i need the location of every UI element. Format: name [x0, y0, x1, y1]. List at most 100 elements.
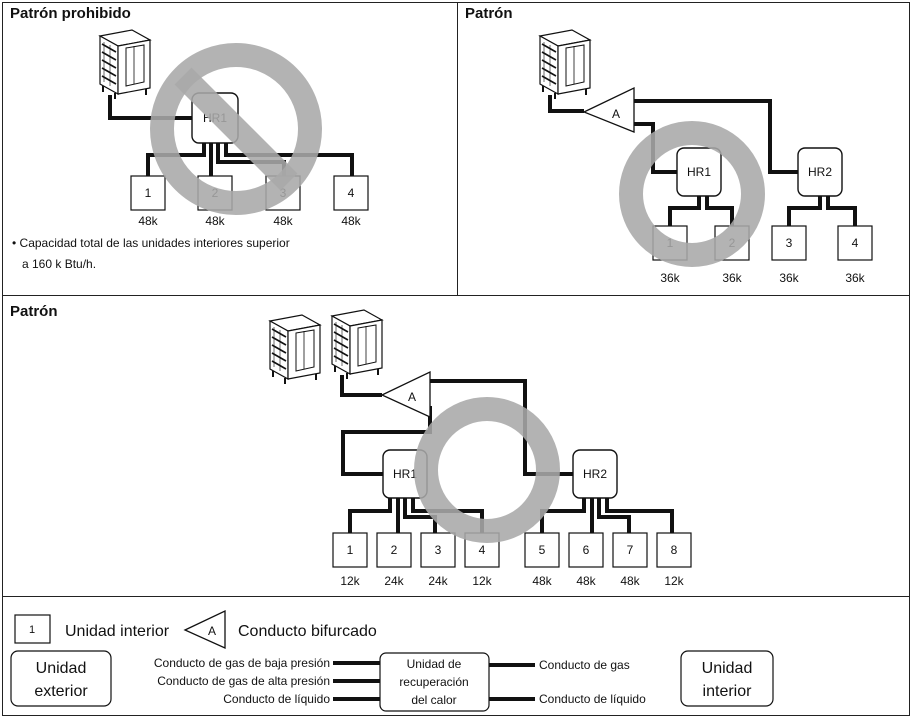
pipe-hr2-unit3 [787, 196, 822, 230]
unit-capacity: 36k [779, 271, 799, 285]
unit-capacity: 36k [845, 271, 865, 285]
unit-7: 7 48k [612, 532, 648, 588]
hr2-box [797, 147, 843, 197]
unit-capacity: 24k [384, 574, 404, 588]
outdoor-legend-line2: exterior [34, 683, 88, 700]
pipe-odu-branch [548, 95, 584, 113]
unit-capacity: 12k [472, 574, 492, 588]
panel-allowed-pattern-2odu: Patrón A HR1 HR2 1 12k 2 24k 3 24k 4 1 2 [10, 303, 692, 588]
pipe-hr1-unit1 [668, 196, 701, 230]
outdoor-unit-icon [539, 29, 591, 100]
unit-capacity: 36k [722, 271, 742, 285]
outdoor-unit-icon [269, 314, 321, 385]
pipe-hr1-unit3 [403, 498, 437, 535]
branch-symbol-label: A [208, 624, 216, 638]
unit-number: 1 [145, 186, 152, 200]
branch-a-icon [582, 86, 635, 133]
unit-capacity: 48k [341, 214, 361, 228]
unit-number: 7 [627, 543, 634, 557]
hr1-label: HR1 [393, 467, 417, 481]
indoor-legend-line1: Unidad [702, 660, 753, 677]
unit-capacity: 12k [664, 574, 684, 588]
heat-recovery-line1: Unidad de [407, 657, 462, 671]
legend: 1 Unidad interior A Conducto bifurcado U… [10, 609, 774, 712]
outdoor-unit-icon-2 [331, 309, 383, 380]
branch-a-label: A [408, 390, 416, 404]
unit-8: 8 12k [656, 532, 692, 588]
pipe-hr1-unit1 [348, 498, 392, 535]
pipe-hr2-unit4 [826, 196, 857, 230]
pipe-hr1-unit4 [224, 143, 354, 178]
outdoor-unit-icon [99, 29, 151, 100]
unit-number: 3 [786, 236, 793, 250]
outdoor-unit-legend-box [10, 650, 112, 707]
unit-capacity: 36k [660, 271, 680, 285]
liquid-pipe-right-label: Conducto de líquido [539, 692, 646, 706]
hr1-box [676, 147, 722, 197]
unit-capacity: 12k [340, 574, 360, 588]
branch-a-icon [380, 370, 431, 419]
unit-capacity: 24k [428, 574, 448, 588]
prohibited-icon [150, 43, 322, 215]
unit-number: 6 [583, 543, 590, 557]
unit-number: 5 [539, 543, 546, 557]
heat-recovery-line3: del calor [411, 693, 456, 707]
panel-a-title: Patrón prohibido [10, 5, 131, 22]
branch-a-label: A [612, 107, 620, 121]
indoor-legend-line2: interior [703, 683, 753, 700]
unit-capacity: 48k [205, 214, 225, 228]
indoor-unit-symbol-label: 1 [29, 624, 35, 636]
unit-capacity: 48k [138, 214, 158, 228]
panel-allowed-pattern-2hr: Patrón A HR1 HR2 1 36k 2 36k 3 36k [465, 5, 873, 285]
branch-legend-label: Conducto bifurcado [238, 623, 377, 640]
unit-1: 1 12k [332, 532, 368, 588]
unit-capacity: 48k [620, 574, 640, 588]
gas-pipe-label: Conducto de gas [539, 658, 630, 672]
pipe-hr2-unit8 [605, 498, 674, 535]
pipe-hr2-unit7 [597, 498, 631, 535]
panel-forbidden-pattern: Patrón prohibido HR1 1 48k 2 48k 3 48k 4… [10, 5, 369, 271]
highlight-ring [414, 397, 560, 543]
unit-number: 4 [479, 543, 486, 557]
unit-3: 3 24k [420, 532, 456, 588]
unit-capacity: 48k [576, 574, 596, 588]
hr1-label: HR1 [687, 165, 711, 179]
heat-recovery-line2: recuperación [399, 675, 468, 689]
panel-c-title: Patrón [10, 303, 58, 320]
pipe-hr2-unit5 [540, 498, 586, 535]
unit-6: 6 48k [568, 532, 604, 588]
indoor-unit-legend-box [680, 650, 774, 707]
branch-symbol-icon [183, 609, 226, 650]
highlight-ring [619, 121, 765, 267]
unit-number: 3 [435, 543, 442, 557]
low-pressure-gas-label: Conducto de gas de baja presión [154, 656, 330, 670]
liquid-pipe-left-label: Conducto de líquido [223, 692, 330, 706]
capacity-note-line1: • Capacidad total de las unidades interi… [12, 236, 290, 250]
unit-5: 5 48k [524, 532, 560, 588]
pipe-branch-hr2 [634, 99, 798, 174]
unit-2: 2 24k [376, 532, 412, 588]
hr2-label: HR2 [583, 467, 607, 481]
hr2-box [572, 449, 618, 499]
capacity-note-line2: a 160 k Btu/h. [22, 257, 96, 271]
pipe-hr1-unit2 [705, 196, 734, 230]
indoor-unit-legend-label: Unidad interior [65, 623, 170, 640]
unit-number: 2 [391, 543, 398, 557]
unit-number: 8 [671, 543, 678, 557]
unit-4: 4 48k [333, 175, 369, 228]
unit-3: 3 36k [771, 225, 807, 285]
hr2-label: HR2 [808, 165, 832, 179]
unit-number: 4 [852, 236, 859, 250]
unit-capacity: 48k [273, 214, 293, 228]
pipe-branch-hr1 [341, 406, 432, 476]
heat-recovery-legend-box [379, 652, 490, 712]
indoor-unit-symbol [14, 614, 51, 644]
high-pressure-gas-label: Conducto de gas de alta presión [157, 674, 330, 688]
panel-b-title: Patrón [465, 5, 513, 22]
unit-4: 4 36k [837, 225, 873, 285]
unit-number: 1 [347, 543, 354, 557]
outdoor-legend-line1: Unidad [36, 660, 87, 677]
unit-capacity: 48k [532, 574, 552, 588]
